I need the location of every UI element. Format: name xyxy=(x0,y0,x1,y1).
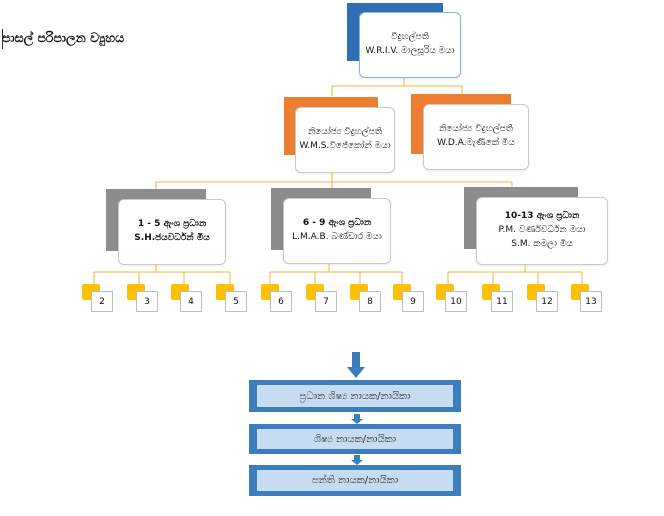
grade-label: 13 xyxy=(580,291,602,312)
section-head-name: S.H.ජයවර්ධන් මිය xyxy=(134,233,210,243)
flow-box-prefect: ශිෂ්‍ය නායක/නායිකා xyxy=(249,424,461,454)
grade-label: 3 xyxy=(136,291,158,312)
grade-label: 9 xyxy=(402,291,424,312)
principal-role: විදුහල්පති xyxy=(391,32,429,43)
grade-label: 2 xyxy=(91,291,113,312)
title-bar xyxy=(2,29,3,49)
flow-label: ශිෂ්‍ය නායක/නායිකා xyxy=(257,429,453,449)
arrow-down-icon xyxy=(351,414,363,424)
arrow-down-icon xyxy=(347,352,365,378)
grade-label: 5 xyxy=(225,291,247,312)
arrow-down-icon xyxy=(351,455,363,465)
section-role: 6 - 9 ඇංශ ප්‍රධාන xyxy=(302,218,372,229)
section-head-name: P.M. වර්ණවර්ධන මයා xyxy=(498,225,586,236)
flow-label: ප්‍රධාන ශිෂ්‍ය නායක/නායිකා xyxy=(257,385,453,407)
grade-label: 6 xyxy=(270,291,292,312)
deputy-name: W.D.A.මැණිකේ මිය xyxy=(437,138,515,148)
grade-label: 7 xyxy=(315,291,337,312)
grade-label: 11 xyxy=(491,291,513,312)
flow-box-head-prefect: ප්‍රධාන ශිෂ්‍ය නායක/නායිකා xyxy=(249,380,461,412)
grade-label: 8 xyxy=(359,291,381,312)
grade-label: 12 xyxy=(536,291,558,312)
flow-label: පන්ති නායක/නායිකා xyxy=(257,470,453,491)
section-head-name: S.M. කමලා මිය xyxy=(511,238,573,249)
grade-label: 4 xyxy=(180,291,202,312)
deputy-role: නියෝජ්‍ය විදුහල්පති xyxy=(307,127,383,138)
section-role: 1 - 5 ඇංශ ප්‍රධාන xyxy=(137,219,207,230)
principal-name: W.R.I.V. මාලසූරිය මයා xyxy=(365,46,455,56)
grade-label: 10 xyxy=(445,291,467,312)
flow-box-class-monitor: පන්ති නායක/නායිකා xyxy=(249,465,461,496)
page-title: පාසල් පරිපාලන ව්‍යුහය xyxy=(2,30,125,45)
deputy-name: W.M.S.විජේකෝන් මයා xyxy=(299,141,391,151)
section-head-name: L.M.A.B. බණ්ඩාර මයා xyxy=(292,232,382,242)
deputy-role: නියෝජ්‍ය විදුහල්පති xyxy=(438,124,514,135)
section-role: 10-13 ඇංශ ප්‍රධාන xyxy=(504,211,580,222)
